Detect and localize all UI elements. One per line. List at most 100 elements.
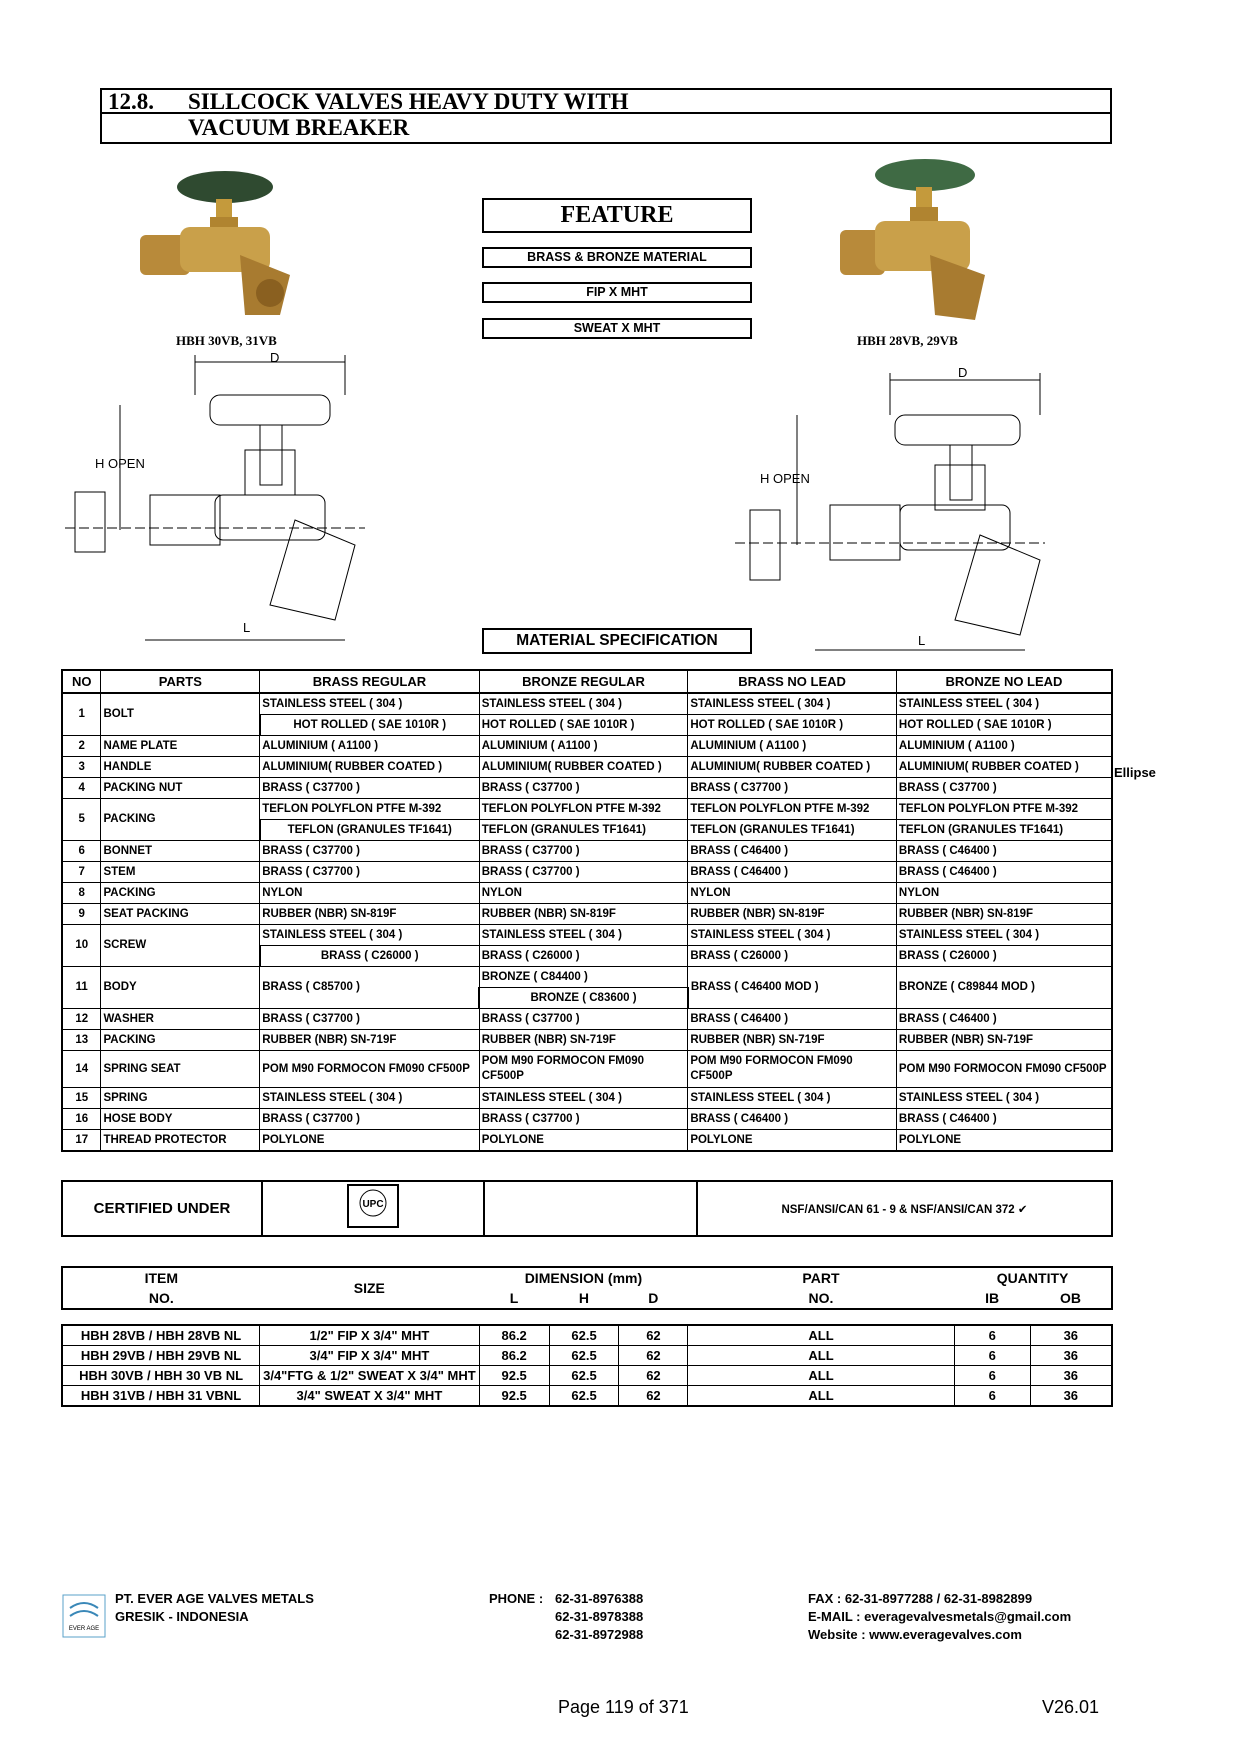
- technical-drawing-right: D H OPEN L: [735, 365, 1045, 651]
- dimension-cell-d: 62: [618, 1385, 689, 1407]
- material-cell: POM M90 FORMOCON FM090 CF500P: [895, 1050, 1113, 1088]
- material-cell: BRASS ( C37700 ): [259, 861, 480, 883]
- material-cell: HOT ROLLED ( SAE 1010R ): [258, 714, 480, 736]
- material-cell: TEFLON POLYFLON PTFE M-392: [478, 798, 689, 820]
- part-name: SPRING SEAT: [100, 1050, 261, 1088]
- material-cell: BRASS ( C37700 ): [478, 777, 689, 799]
- dimension-table-header: ITEM SIZE DIMENSION (mm) PART QUANTITY N…: [61, 1266, 1113, 1310]
- col-header-dimension: DIMENSION (mm): [524, 1270, 643, 1286]
- material-cell: STAINLESS STEEL ( 304 ): [478, 1087, 689, 1109]
- dimension-cell-size: 3/4" FIP X 3/4" MHT: [259, 1345, 480, 1366]
- version: V26.01: [1042, 1697, 1100, 1717]
- website[interactable]: Website : www.everagevalves.com: [808, 1627, 1022, 1642]
- col-header: BRASS NO LEAD: [687, 669, 897, 694]
- dimension-cell-l: 86.2: [478, 1324, 550, 1346]
- col-header-ib: IB: [985, 1290, 1000, 1306]
- material-cell: BRASS ( C46400 ): [687, 1008, 897, 1030]
- email[interactable]: E-MAIL : everagevalvesmetals@gmail.com: [808, 1609, 1072, 1624]
- row-number: 6: [61, 840, 102, 862]
- material-cell: NYLON: [687, 882, 897, 904]
- material-cell: POM M90 FORMOCON FM090 CF500P: [259, 1050, 480, 1088]
- material-cell: STAINLESS STEEL ( 304 ): [687, 692, 897, 715]
- material-cell: RUBBER (NBR) SN-819F: [478, 903, 689, 925]
- material-cell: BRASS ( C37700 ): [259, 777, 480, 799]
- check-icon: ✔: [1017, 1203, 1028, 1216]
- dimension-cell-ib: 6: [953, 1385, 1031, 1407]
- dimension-cell-ib: 6: [953, 1324, 1031, 1346]
- drawing-label-h-open: H OPEN: [95, 456, 145, 471]
- ellipse-label: Ellipse: [1114, 765, 1156, 780]
- col-header-h: H: [578, 1290, 589, 1306]
- material-cell: ALUMINIUM( RUBBER COATED ): [259, 756, 480, 778]
- material-cell: BRASS ( C26000 ): [687, 945, 897, 967]
- material-cell: BRASS ( C37700 ): [478, 1108, 689, 1130]
- material-cell: BRONZE ( C89844 MOD ): [895, 966, 1113, 1009]
- material-cell: ALUMINIUM ( A1100 ): [687, 735, 897, 757]
- material-cell: BRONZE ( C83600 ): [478, 987, 689, 1009]
- material-cell: BRASS ( C37700 ): [259, 1108, 480, 1130]
- row-number: 4: [61, 777, 102, 799]
- material-cell: STAINLESS STEEL ( 304 ): [478, 924, 689, 946]
- material-cell: RUBBER (NBR) SN-719F: [478, 1029, 689, 1051]
- material-cell: TEFLON (GRANULES TF1641): [687, 819, 897, 841]
- material-cell: BRASS ( C37700 ): [478, 861, 689, 883]
- col-header-part: PART: [802, 1270, 840, 1286]
- material-cell: TEFLON (GRANULES TF1641): [895, 819, 1113, 841]
- product-caption-left: HBH 30VB, 31VB: [176, 333, 277, 348]
- dimension-cell-l: 86.2: [478, 1345, 550, 1366]
- part-name: BONNET: [100, 840, 261, 862]
- section-title-line1: SILLCOCK VALVES HEAVY DUTY WITH: [188, 89, 629, 114]
- row-number: 9: [61, 903, 102, 925]
- part-name: SCREW: [100, 924, 261, 967]
- dimension-cell-d: 62: [618, 1365, 689, 1386]
- technical-drawing-left: D H OPEN L: [65, 350, 365, 641]
- material-cell: TEFLON (GRANULES TF1641): [258, 819, 480, 841]
- dimension-cell-h: 62.5: [548, 1385, 620, 1407]
- part-name: PACKING: [100, 798, 261, 841]
- part-name: HANDLE: [100, 756, 261, 778]
- material-cell: STAINLESS STEEL ( 304 ): [259, 924, 480, 946]
- material-cell: STAINLESS STEEL ( 304 ): [259, 692, 480, 715]
- dimension-cell-d: 62: [618, 1324, 689, 1346]
- col-header: BRASS REGULAR: [259, 669, 480, 694]
- material-cell: POLYLONE: [687, 1129, 897, 1152]
- material-cell: POM M90 FORMOCON FM090 CF500P: [687, 1050, 897, 1088]
- col-header-item: ITEM: [144, 1270, 179, 1286]
- row-number: 10: [61, 924, 102, 967]
- col-header-size: SIZE: [353, 1280, 385, 1296]
- material-cell: ALUMINIUM ( A1100 ): [259, 735, 480, 757]
- material-cell: HOT ROLLED ( SAE 1010R ): [895, 714, 1113, 736]
- upc-logo-icon: UPC: [347, 1184, 399, 1228]
- material-cell: STAINLESS STEEL ( 304 ): [895, 924, 1113, 946]
- drawing-label-d: D: [270, 350, 279, 365]
- feature-item: FIP X MHT: [482, 282, 752, 303]
- dimension-cell-size: 1/2" FIP X 3/4" MHT: [259, 1324, 480, 1346]
- material-cell: BRASS ( C26000 ): [478, 945, 689, 967]
- part-name: SPRING: [100, 1087, 261, 1109]
- material-cell: BRASS ( C85700 ): [259, 966, 480, 1009]
- company-city: GRESIK - INDONESIA: [115, 1609, 249, 1624]
- drawing-label-l: L: [918, 633, 925, 648]
- part-name: PACKING: [100, 1029, 261, 1051]
- part-name: THREAD PROTECTOR: [100, 1129, 261, 1152]
- col-header: BRONZE NO LEAD: [895, 669, 1113, 694]
- part-name: BODY: [100, 966, 261, 1009]
- row-number: 1: [61, 692, 102, 736]
- table-row: TEFLON (GRANULES TF1641)TEFLON (GRANULES…: [62, 819, 1113, 841]
- feature-item: SWEAT X MHT: [482, 318, 752, 339]
- material-cell: BRASS ( C26000 ): [895, 945, 1113, 967]
- material-cell: STAINLESS STEEL ( 304 ): [687, 1087, 897, 1109]
- material-cell: ALUMINIUM( RUBBER COATED ): [478, 756, 689, 778]
